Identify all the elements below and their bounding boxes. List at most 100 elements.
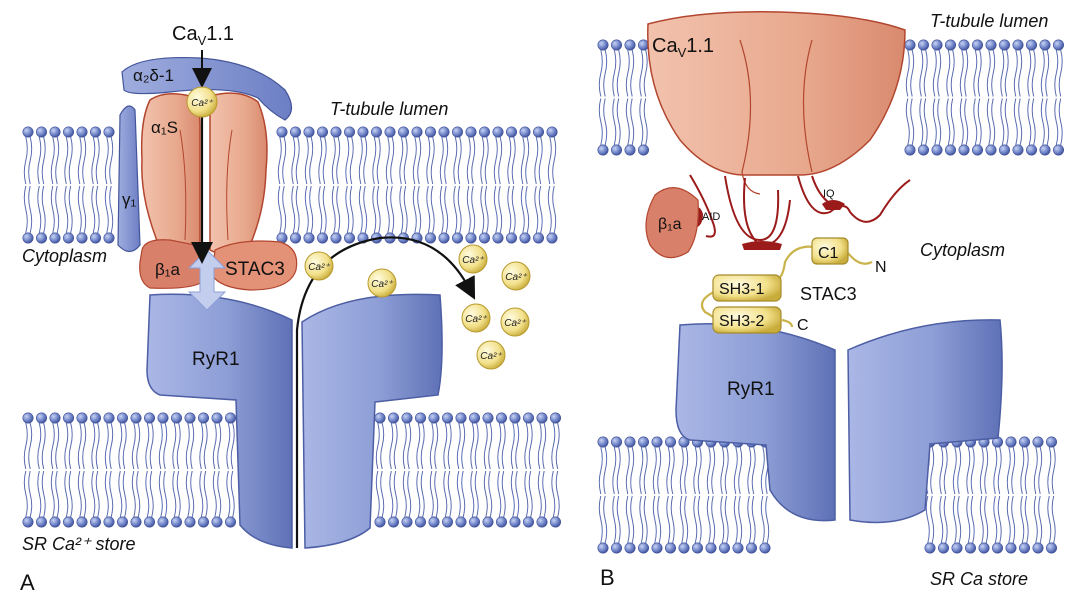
calcium-ion-label: Ca²⁺ (191, 98, 213, 109)
lipid-head (374, 412, 386, 424)
lipid-head (303, 126, 315, 138)
calcium-ion: Ca²⁺ (186, 86, 218, 118)
lipid-head (1032, 542, 1044, 554)
lipid-head (944, 144, 956, 156)
lipid-head (438, 126, 450, 138)
lipid-head (35, 516, 47, 528)
lipid-head (76, 516, 88, 528)
lipid-head (184, 412, 196, 424)
lipid-head (971, 144, 983, 156)
lipid-head (482, 412, 494, 424)
lipid-head (478, 126, 490, 138)
lipid-head (424, 232, 436, 244)
lipid-head (357, 126, 369, 138)
panel-letter-b: B (600, 565, 615, 590)
lipid-head (225, 412, 237, 424)
sh3-1-domain (712, 274, 782, 302)
sr-membrane-b-left (597, 436, 771, 554)
lipid-head (944, 39, 956, 51)
lipid-head (1053, 39, 1065, 51)
c1-domain (811, 237, 849, 265)
lipid-head (1046, 436, 1058, 448)
calcium-ion: Ca²⁺ (500, 307, 530, 337)
calcium-ion-label: Ca²⁺ (504, 318, 526, 329)
lipid-head (401, 516, 413, 528)
lipid-head (62, 412, 74, 424)
lipid-head (522, 412, 534, 424)
lipid-head (917, 39, 929, 51)
lipid-head (303, 232, 315, 244)
lipid-head (117, 516, 129, 528)
lipid-head (1053, 144, 1065, 156)
calcium-ion: Ca²⁺ (501, 261, 531, 291)
lipid-head (1012, 39, 1024, 51)
lipid-head (705, 542, 717, 554)
lipid-head (22, 126, 34, 138)
lipid-head (438, 232, 450, 244)
ryr1-right-half-b (847, 319, 1003, 524)
cytoplasmic-loops (689, 174, 911, 247)
lipid-head (509, 516, 521, 528)
lipid-head (465, 126, 477, 138)
iq-patch (822, 200, 845, 210)
lipid-head (428, 516, 440, 528)
lipid-head (103, 516, 115, 528)
lipid-head (937, 542, 949, 554)
lipid-head (624, 436, 636, 448)
lipid-head (1005, 542, 1017, 554)
lipid-head (198, 412, 210, 424)
lipid-head (505, 126, 517, 138)
calcium-ion-label: Ca²⁺ (505, 272, 527, 283)
sr-membrane-b-right (924, 436, 1058, 554)
lipid-head (289, 126, 301, 138)
lipid-head (478, 232, 490, 244)
lipid-head (917, 144, 929, 156)
lipid-head (343, 232, 355, 244)
lipid-head (998, 39, 1010, 51)
lipid-head (664, 542, 676, 554)
sh3-1-label: SH3-1 (719, 281, 764, 298)
lipid-head (492, 126, 504, 138)
lipid-head (1039, 39, 1051, 51)
ryr1-label-b: RyR1 (727, 379, 775, 400)
lipid-head (904, 144, 916, 156)
calcium-ion-label: Ca²⁺ (308, 262, 330, 273)
lipid-head (397, 126, 409, 138)
lipid-head (330, 232, 342, 244)
lipid-head (505, 232, 517, 244)
lipid-head (745, 542, 757, 554)
lipid-head (424, 126, 436, 138)
lipid-head (225, 516, 237, 528)
lipid-head (651, 436, 663, 448)
lipid-head (455, 516, 467, 528)
alpha1s-subunit (140, 92, 268, 257)
lipid-head (637, 542, 649, 554)
ryr1-channel-b (675, 319, 1003, 524)
lipid-head (387, 516, 399, 528)
lipid-head (384, 126, 396, 138)
calcium-ion-label: Ca²⁺ (462, 255, 484, 266)
lipid-head (637, 436, 649, 448)
lipid-head (532, 126, 544, 138)
lipid-head (465, 232, 477, 244)
gamma1-subunit (117, 105, 141, 253)
stac3-label-b: STAC3 (800, 284, 857, 304)
lipid-head (171, 516, 183, 528)
lipid-head (103, 412, 115, 424)
calcium-ion-label: Ca²⁺ (371, 279, 393, 290)
lipid-head (157, 516, 169, 528)
lipid-head (637, 144, 649, 156)
lipid-head (374, 516, 386, 528)
lipid-head (90, 232, 102, 244)
lipid-head (455, 412, 467, 424)
lipid-head (76, 232, 88, 244)
lipid-head (130, 516, 142, 528)
lipid-head (90, 412, 102, 424)
lipid-head (998, 144, 1010, 156)
c1-label: C1 (818, 245, 839, 262)
lipid-head (1032, 436, 1044, 448)
lipid-head (624, 144, 636, 156)
lipid-head (414, 516, 426, 528)
